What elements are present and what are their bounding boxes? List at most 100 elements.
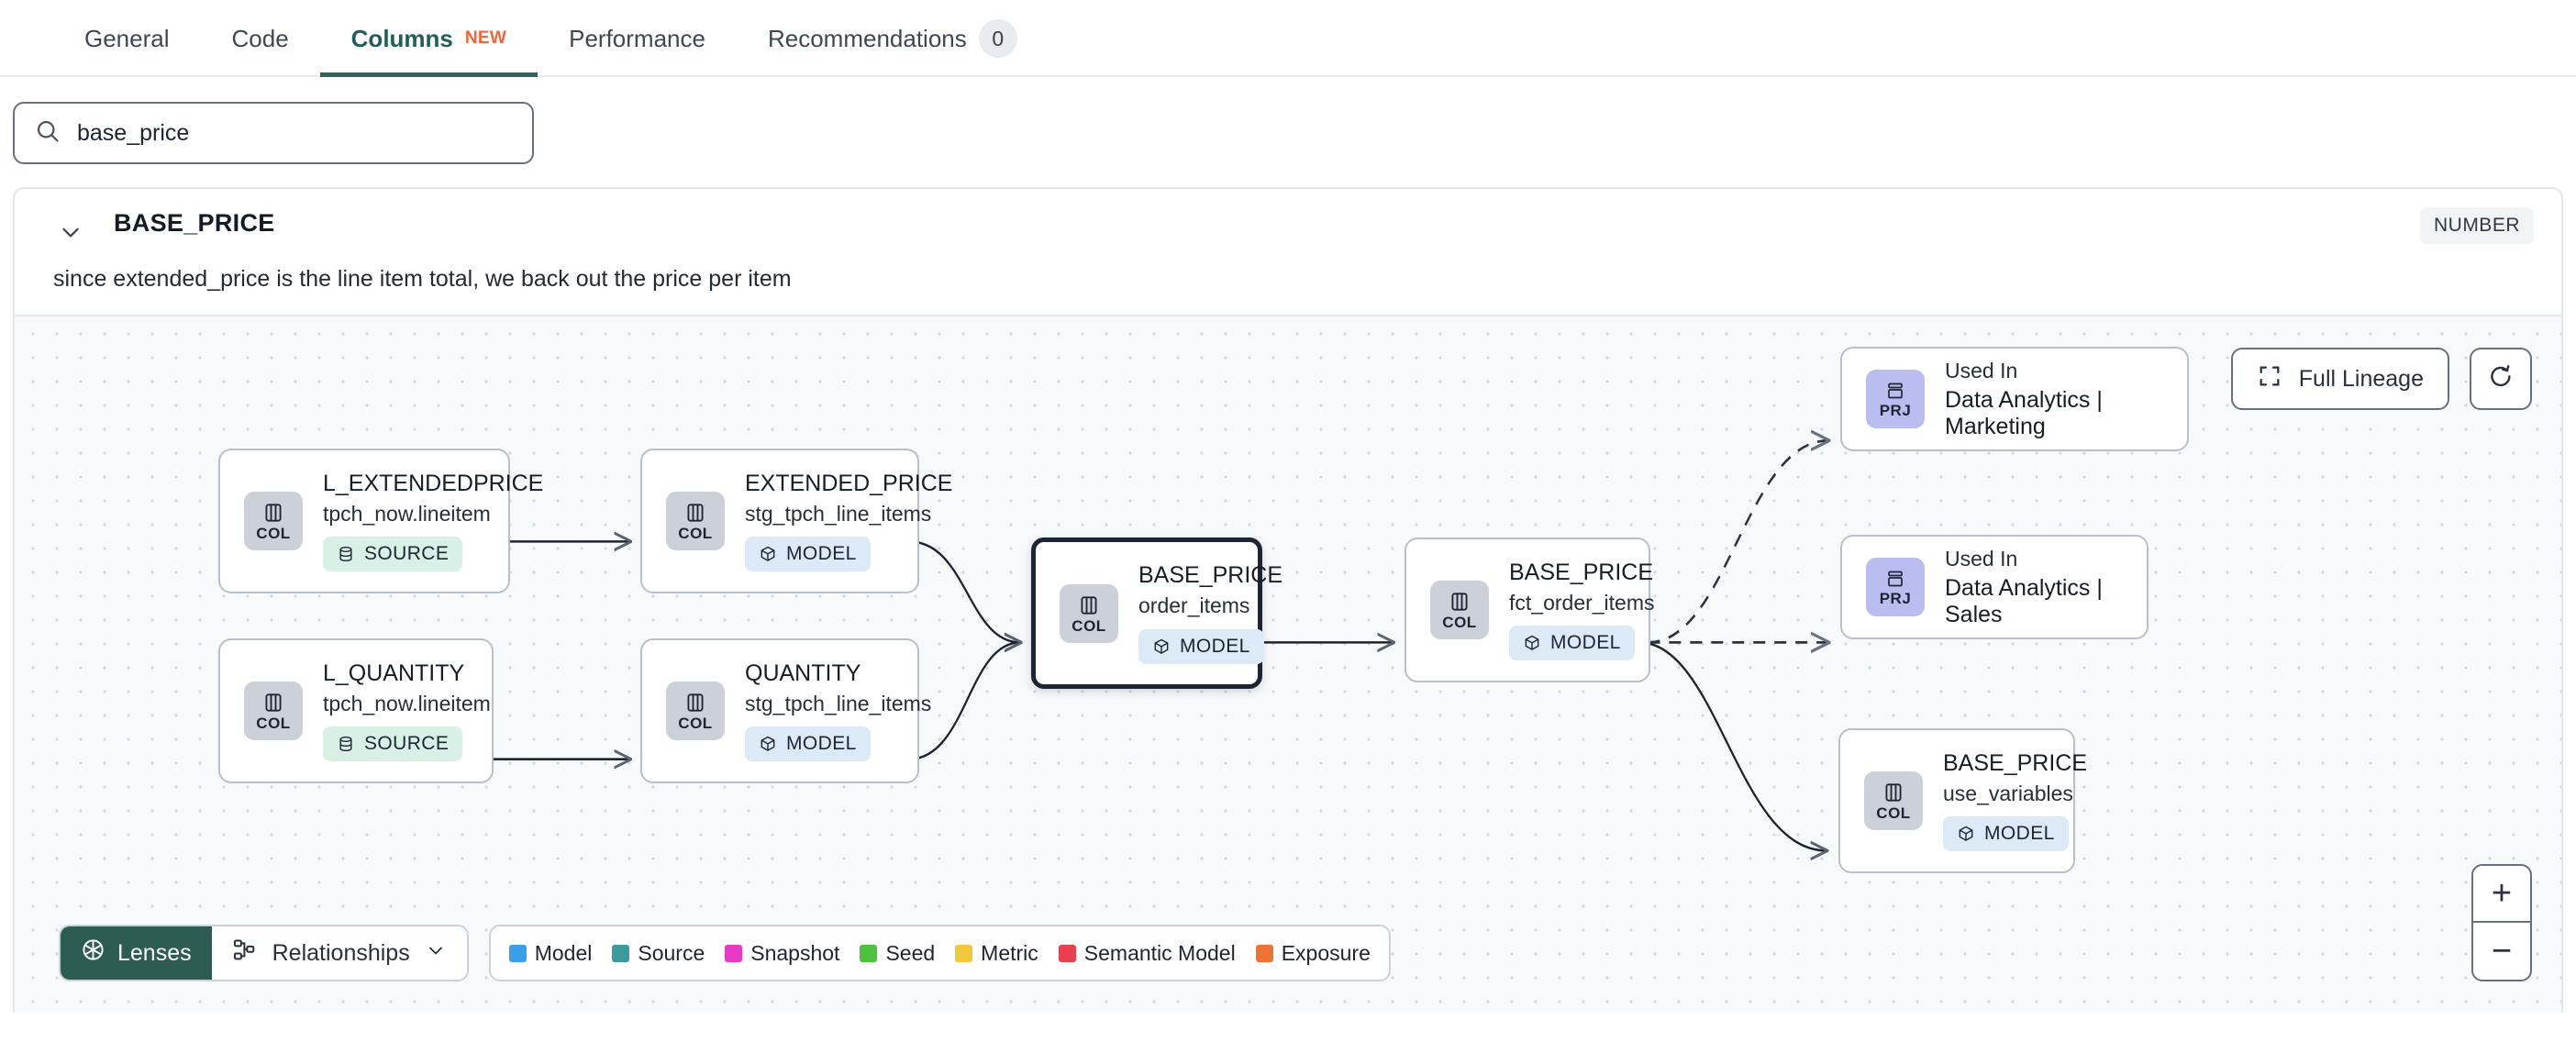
database-icon — [339, 737, 352, 752]
node-title: BASE_PRICE — [1943, 749, 2088, 776]
relationship-icon — [232, 937, 258, 970]
legend-swatch — [725, 944, 743, 962]
node-pill-label: SOURCE — [364, 543, 450, 565]
lineage-node-l-quantity[interactable]: COL L_QUANTITY tpch_now.lineitem SOURCE — [218, 638, 494, 783]
lineage-node-used-in-marketing[interactable]: PRJ Used In Data Analytics | Marketing — [1840, 347, 2189, 451]
cube-icon — [1525, 635, 1539, 650]
node-title: BASE_PRICE — [1509, 559, 1654, 585]
node-pill-label: MODEL — [1180, 635, 1250, 657]
refresh-button[interactable] — [2470, 348, 2532, 410]
relationships-dropdown[interactable]: Relationships — [212, 926, 467, 980]
node-used-in-label: Used In — [1945, 358, 2018, 382]
project-type-icon: PRJ — [1866, 370, 1925, 428]
tab-code[interactable]: Code — [201, 0, 320, 77]
lenses-relationships-group: Lenses Relationships — [59, 925, 469, 981]
node-pill-model: MODEL — [1943, 816, 2069, 852]
node-type-legend: Model Source Snapshot Seed Metric — [488, 925, 1391, 981]
lineage-node-quantity[interactable]: COL QUANTITY stg_tpch_line_items MODEL — [640, 638, 931, 783]
node-pill-model: MODEL — [1509, 626, 1635, 661]
legend-item-source: Source — [612, 941, 705, 966]
node-title: BASE_PRICE — [1138, 562, 1283, 589]
tab-label: Columns — [350, 24, 453, 52]
tab-performance[interactable]: Performance — [538, 0, 737, 77]
relationships-label: Relationships — [272, 939, 410, 966]
cube-icon — [761, 736, 775, 751]
tab-columns[interactable]: Columns NEW — [319, 0, 539, 77]
zoom-in-button[interactable]: + — [2473, 866, 2530, 923]
legend-label: Source — [638, 940, 705, 965]
legend-swatch — [955, 944, 973, 962]
lineage-edges — [483, 316, 2561, 1013]
chevron-down-icon — [425, 939, 447, 968]
project-icon — [1888, 571, 1903, 587]
node-kind-label: PRJ — [1879, 402, 1912, 419]
node-kind-label: PRJ — [1879, 590, 1912, 607]
project-icon — [1888, 382, 1903, 399]
zoom-out-button[interactable]: − — [2491, 931, 2513, 970]
node-project-name: Data Analytics | Marketing — [1945, 386, 2103, 439]
node-subtitle: stg_tpch_line_items — [745, 691, 932, 715]
node-subtitle: tpch_now.lineitem — [323, 691, 491, 715]
node-title: L_QUANTITY — [323, 660, 465, 686]
node-pill-model: MODEL — [1138, 628, 1264, 664]
node-project-name: Data Analytics | Sales — [1945, 574, 2103, 627]
column-type-icon: COL — [666, 492, 725, 550]
node-subtitle: use_variables — [1943, 781, 2073, 805]
lineage-node-l-extendedprice[interactable]: COL L_EXTENDEDPRICE tpch_now.lineitem SO… — [218, 449, 543, 593]
lineage-node-used-in-sales[interactable]: PRJ Used In Data Analytics | Sales — [1840, 535, 2149, 639]
column-type-icon: COL — [1864, 771, 1923, 830]
node-kind-label: COL — [678, 715, 713, 732]
node-kind-label: COL — [678, 525, 713, 542]
canvas-bottom-toolbar: Lenses Relationships — [59, 925, 1391, 981]
legend-swatch — [1058, 944, 1076, 962]
tab-label: General — [84, 24, 170, 52]
column-description: since extended_price is the line item to… — [53, 266, 792, 292]
lineage-node-base-price-fct-order-items[interactable]: COL BASE_PRICE fct_order_items MODEL — [1405, 538, 1655, 682]
search-box[interactable] — [13, 102, 534, 164]
legend-label: Seed — [885, 940, 936, 965]
node-title: EXTENDED_PRICE — [745, 470, 953, 496]
node-pill-model: MODEL — [745, 726, 871, 762]
tab-label: Code — [231, 24, 289, 52]
tab-bar: General Code Columns NEW Performance Rec… — [0, 0, 2576, 77]
recommendations-count-badge: 0 — [978, 19, 1017, 58]
node-kind-label: COL — [1442, 614, 1477, 631]
full-lineage-button[interactable]: Full Lineage — [2230, 348, 2449, 410]
legend-label: Metric — [981, 940, 1038, 965]
column-type-icon: COL — [244, 492, 303, 550]
legend-item-seed: Seed — [860, 941, 935, 966]
lineage-node-extended-price[interactable]: COL EXTENDED_PRICE stg_tpch_line_items M… — [640, 449, 952, 593]
legend-label: Snapshot — [750, 940, 840, 965]
legend-item-snapshot: Snapshot — [725, 941, 839, 966]
node-pill-label: MODEL — [1984, 823, 2055, 845]
node-subtitle: fct_order_items — [1509, 590, 1655, 615]
expand-icon — [2257, 363, 2282, 395]
cube-icon — [761, 546, 775, 561]
search-input[interactable] — [77, 119, 512, 147]
lineage-node-base-price-order-items[interactable]: COL BASE_PRICE order_items MODEL — [1031, 538, 1282, 689]
node-subtitle: order_items — [1138, 593, 1250, 618]
legend-swatch — [612, 944, 630, 962]
chevron-down-icon[interactable] — [57, 218, 84, 246]
node-pill-label: MODEL — [786, 733, 857, 755]
node-pill-model: MODEL — [745, 537, 871, 572]
node-title: L_EXTENDEDPRICE — [323, 470, 544, 496]
node-used-in-label: Used In — [1945, 546, 2018, 571]
lenses-button[interactable]: Lenses — [61, 926, 212, 980]
full-lineage-label: Full Lineage — [2298, 365, 2424, 392]
canvas-top-controls: Full Lineage — [2230, 348, 2532, 410]
tab-general[interactable]: General — [53, 0, 201, 77]
page-title: BASE_PRICE — [114, 209, 275, 237]
node-subtitle: tpch_now.lineitem — [323, 501, 491, 526]
legend-swatch — [860, 944, 878, 962]
node-pill-label: MODEL — [786, 543, 857, 565]
lenses-label: Lenses — [117, 939, 192, 966]
cube-icon — [1959, 826, 1973, 841]
legend-swatch — [508, 944, 527, 962]
tab-recommendations[interactable]: Recommendations 0 — [737, 0, 1049, 77]
lineage-canvas[interactable]: COL L_EXTENDEDPRICE tpch_now.lineitem SO… — [15, 315, 2561, 1013]
lineage-node-base-price-use-variables[interactable]: COL BASE_PRICE use_variables MODEL — [1838, 728, 2087, 873]
aperture-icon — [81, 937, 105, 969]
legend-item-exposure: Exposure — [1255, 941, 1371, 966]
column-header: BASE_PRICE NUMBER — [15, 189, 2561, 246]
